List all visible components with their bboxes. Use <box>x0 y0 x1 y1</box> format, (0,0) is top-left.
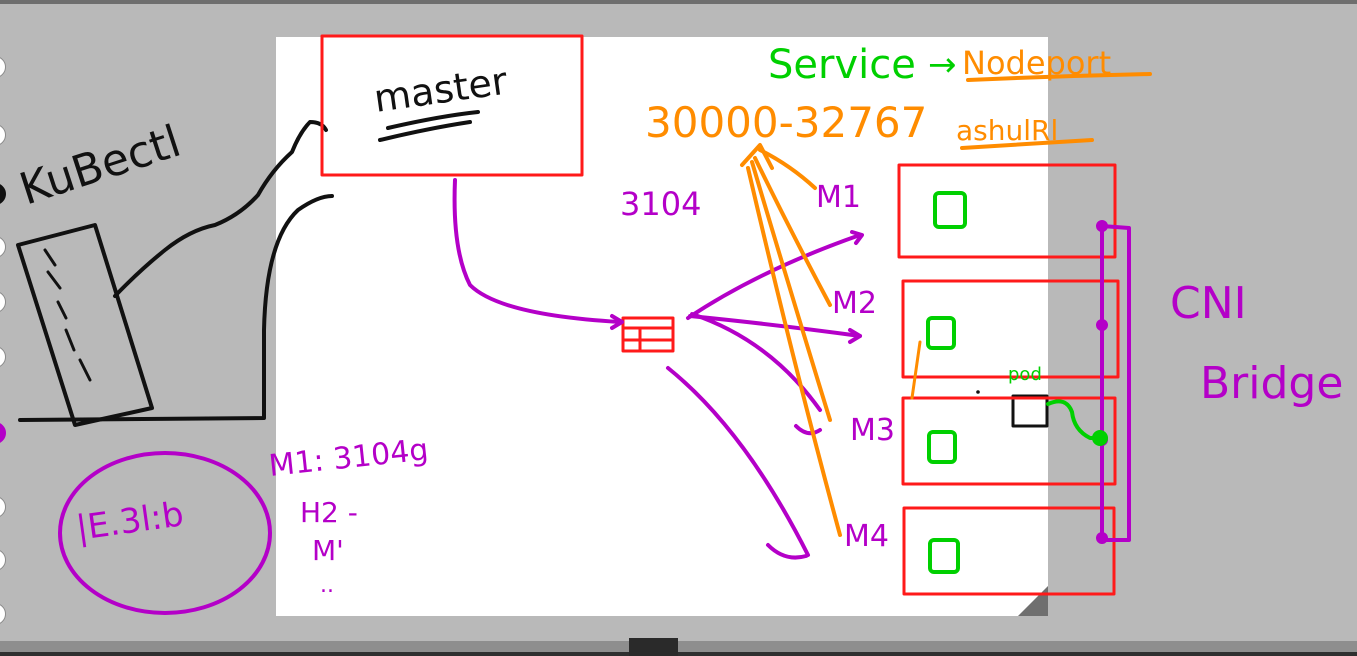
service-label: Service <box>768 42 916 88</box>
svg-text:→: → <box>928 45 957 85</box>
node-box-3 <box>901 396 1117 486</box>
m1-port-note: M1: 3104g <box>267 432 430 484</box>
master-to-service-line <box>452 178 622 324</box>
top-border <box>0 0 1357 4</box>
cni-label: CNI <box>1170 278 1247 329</box>
node-box-1 <box>897 163 1117 259</box>
kubectl-label: KuBectl <box>14 116 187 216</box>
ellipsis-note: .. <box>320 573 334 598</box>
orange-underline-nodeport <box>966 72 1152 82</box>
service-to-m3 <box>690 312 822 412</box>
m3-label: M3 <box>850 413 895 448</box>
port-range-label: 30000-32767 <box>645 98 927 147</box>
pod-icon-4 <box>928 538 960 574</box>
nodeport-label: Nodeport <box>962 44 1111 82</box>
pod-icon-1 <box>933 191 967 229</box>
kubectl-stand <box>18 194 334 422</box>
service-table-icon <box>621 316 675 353</box>
m2-note: H2 - <box>300 496 358 529</box>
service-port-label: 3104 <box>620 185 701 223</box>
page-scroll-thumb[interactable] <box>629 638 678 656</box>
service-to-m1 <box>686 233 862 320</box>
m2-label: M2 <box>832 286 877 321</box>
kubectl-wavy-link <box>113 120 328 298</box>
range-to-m2 <box>753 156 832 307</box>
pod-to-bridge-link <box>1046 399 1108 440</box>
bridge-label: Bridge <box>1200 358 1343 409</box>
node-box-2 <box>901 279 1120 379</box>
orange-underline-rules <box>960 138 1094 150</box>
service-to-m2 <box>688 314 862 338</box>
master-box <box>320 34 584 177</box>
m1-label: M1 <box>816 180 861 215</box>
as-per-rules-label: ashulRl <box>956 114 1058 147</box>
service-to-m4 <box>666 366 810 557</box>
master-underline <box>378 110 480 142</box>
m4-label: M4 <box>844 519 889 554</box>
pod-square-icon <box>1011 394 1049 428</box>
cni-bridge-bracket <box>1100 224 1131 542</box>
pod-icon-3 <box>927 430 957 464</box>
circled-text: |E.3l:b <box>74 494 186 549</box>
bottom-border <box>0 652 1357 656</box>
m3-note: M' <box>312 534 344 567</box>
pod-label: pod <box>1008 364 1042 385</box>
range-to-m4 <box>746 166 842 537</box>
node-box-4 <box>902 506 1116 596</box>
pod-icon-2 <box>926 316 956 350</box>
kubectl-device <box>16 223 154 427</box>
range-to-m3 <box>750 160 832 422</box>
circled-note <box>58 451 272 615</box>
master-label: master <box>371 59 510 121</box>
